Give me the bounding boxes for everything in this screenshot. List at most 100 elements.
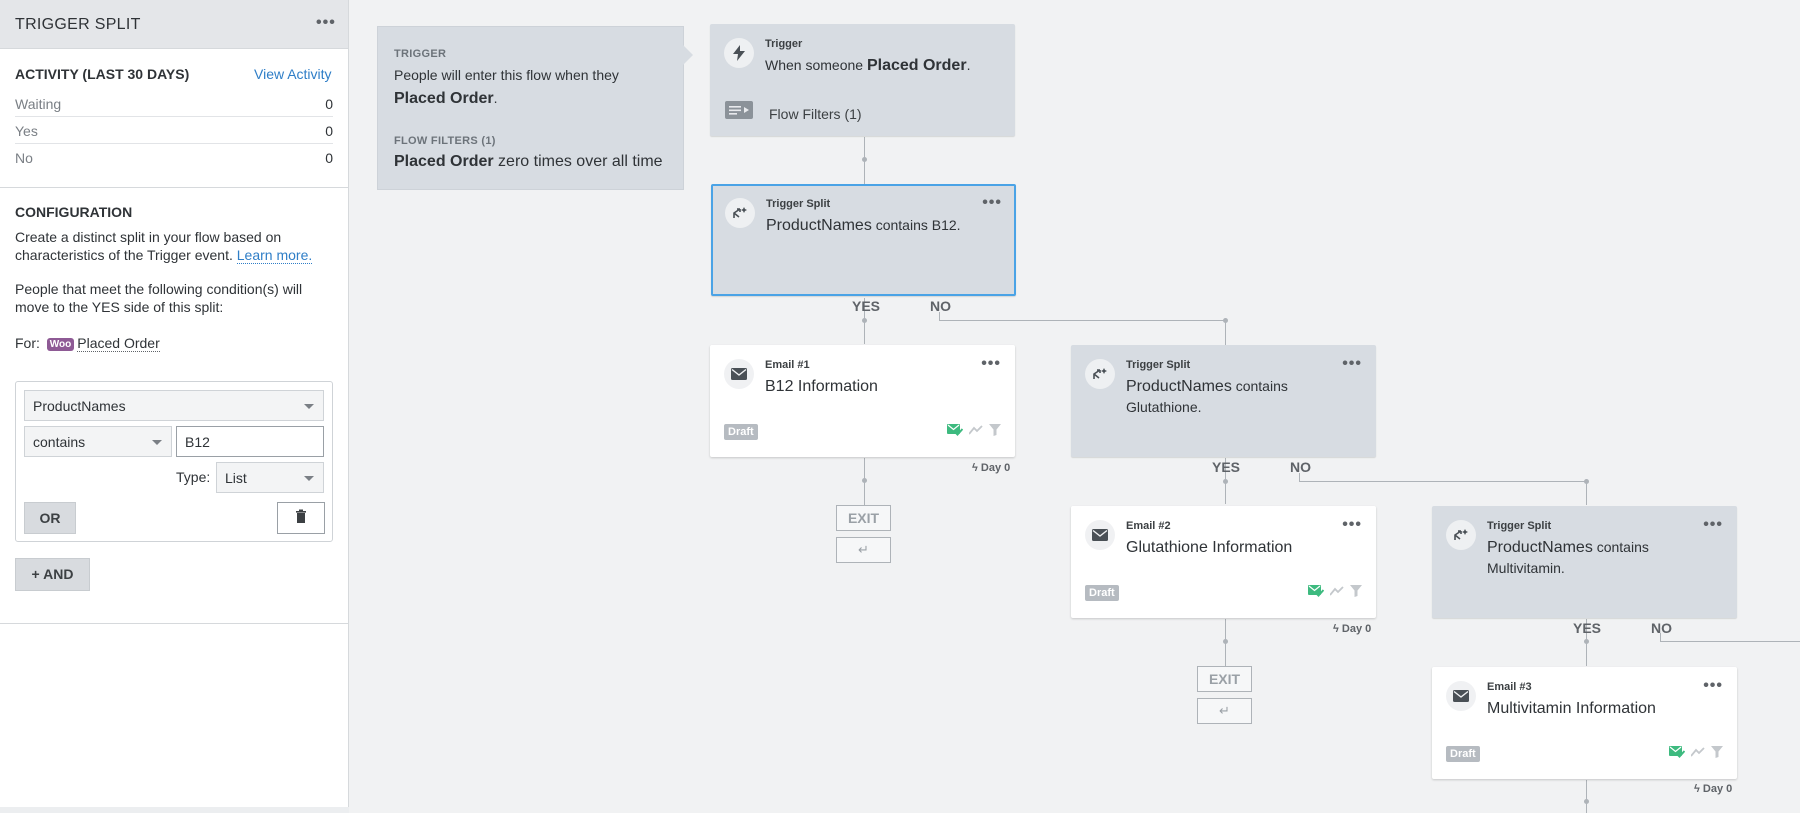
- flow-filter-text: Placed Order zero times over all time: [394, 150, 674, 173]
- email-node-1[interactable]: Email #1 B12 Information ••• Draft: [710, 345, 1015, 457]
- property-value: ProductNames: [33, 398, 126, 414]
- delete-condition-button[interactable]: [277, 502, 325, 534]
- email-status-icons: [1308, 584, 1362, 597]
- more-options-icon[interactable]: •••: [1342, 516, 1362, 533]
- learn-more-link[interactable]: Learn more.: [236, 247, 313, 264]
- trigger-text-post: .: [493, 90, 498, 106]
- split-icon: [725, 198, 755, 228]
- trigger-node-text-pre: When someone: [765, 57, 867, 73]
- description-text: Create a distinct split in your flow bas…: [15, 229, 282, 263]
- activity-label: Yes: [15, 123, 38, 139]
- lightning-icon: ϟ: [1694, 783, 1700, 795]
- connector-node: [1584, 639, 1589, 644]
- connector-line: [1586, 780, 1587, 813]
- trigger-split-node-multivitamin[interactable]: Trigger Split ProductNames contains Mult…: [1432, 506, 1737, 618]
- trend-icon: [1691, 746, 1705, 757]
- email-title-text: Glutathione Information: [1126, 539, 1293, 556]
- property-select[interactable]: ProductNames: [24, 390, 324, 421]
- lightning-icon: ϟ: [972, 462, 978, 474]
- connector-line: [1299, 473, 1300, 482]
- split-property: ProductNames: [1126, 378, 1232, 395]
- email-status-icons: [947, 423, 1001, 436]
- delay-label: ϟ Day 0: [1333, 623, 1371, 635]
- for-event-name: Placed Order: [77, 335, 160, 352]
- email-title: B12 Information: [765, 376, 1005, 397]
- more-options-icon[interactable]: •••: [1703, 677, 1723, 694]
- more-options-icon[interactable]: •••: [982, 194, 1002, 211]
- connector-node: [862, 478, 867, 483]
- connector-node: [1223, 479, 1228, 484]
- more-options-icon[interactable]: •••: [981, 355, 1001, 372]
- connector-line: [1299, 481, 1587, 482]
- yes-branch-label: YES: [852, 298, 881, 314]
- lightning-icon: [724, 38, 754, 68]
- flow-filters-link[interactable]: Flow Filters (1): [769, 106, 862, 122]
- node-type-label: Trigger Split: [766, 198, 831, 210]
- split-property: ProductNames: [1487, 539, 1593, 556]
- connector-line: [864, 458, 865, 508]
- more-options-icon[interactable]: •••: [1342, 355, 1362, 372]
- email-node-3[interactable]: Email #3 Multivitamin Information ••• Dr…: [1432, 667, 1737, 779]
- sidebar-more-options-icon[interactable]: •••: [316, 14, 336, 31]
- type-select[interactable]: List: [216, 462, 324, 493]
- return-arrow-icon[interactable]: ↵: [1197, 698, 1252, 724]
- trigger-split-node-glutathione[interactable]: Trigger Split ProductNames contains Glut…: [1071, 345, 1376, 457]
- woocommerce-logo-icon: Woo: [46, 338, 75, 351]
- split-rule: contains B12.: [871, 217, 961, 233]
- chevron-down-icon: [304, 476, 314, 481]
- connector-line: [1660, 633, 1661, 642]
- activity-value: 0: [325, 150, 333, 166]
- configuration-title: CONFIGURATION: [15, 204, 133, 220]
- email-node-2[interactable]: Email #2 Glutathione Information ••• Dra…: [1071, 506, 1376, 618]
- value-input[interactable]: B12: [176, 426, 324, 457]
- email-title: Glutathione Information: [1126, 537, 1366, 558]
- envelope-icon: [724, 359, 754, 389]
- envelope-icon: [1446, 681, 1476, 711]
- return-arrow-icon[interactable]: ↵: [836, 537, 891, 563]
- trigger-summary-text: People will enter this flow when they Pl…: [394, 64, 674, 110]
- node-type-label: Trigger Split: [1126, 359, 1191, 371]
- exit-node[interactable]: EXIT: [1197, 666, 1252, 692]
- operator-select[interactable]: contains: [24, 426, 172, 457]
- more-options-icon[interactable]: •••: [1703, 516, 1723, 533]
- trend-icon: [1330, 585, 1344, 596]
- connector-line: [1225, 320, 1226, 345]
- connector-line: [939, 320, 1226, 321]
- chevron-down-icon: [304, 404, 314, 409]
- node-type-label: Email #2: [1126, 520, 1171, 532]
- delay-label: ϟ Day 0: [972, 462, 1010, 474]
- split-condition-text: ProductNames contains B12.: [766, 215, 1006, 236]
- delay-text: Day 0: [1341, 623, 1372, 635]
- filter-icon: [1350, 584, 1362, 597]
- trigger-node-text: When someone Placed Order.: [765, 55, 1005, 76]
- email-title-text: Multivitamin Information: [1487, 700, 1656, 717]
- view-activity-link[interactable]: View Activity: [254, 66, 332, 82]
- node-type-label: Email #3: [1487, 681, 1532, 693]
- trigger-node-text-post: .: [966, 57, 971, 73]
- flow-filters-icon: [725, 101, 753, 119]
- split-rule: contains Glutathione.: [1126, 378, 1288, 415]
- node-type-label: Trigger Split: [1487, 520, 1552, 532]
- trigger-node[interactable]: Trigger When someone Placed Order. Flow …: [710, 24, 1015, 136]
- configuration-description: Create a distinct split in your flow bas…: [15, 228, 335, 264]
- trigger-split-node-b12[interactable]: Trigger Split ProductNames contains B12.…: [711, 184, 1016, 296]
- filter-rest: zero times over all time: [493, 153, 663, 170]
- exit-node[interactable]: EXIT: [836, 505, 891, 531]
- draft-badge: Draft: [1085, 585, 1119, 601]
- no-branch-label: NO: [1290, 459, 1311, 475]
- or-button[interactable]: OR: [24, 502, 76, 534]
- delay-label: ϟ Day 0: [1694, 783, 1732, 795]
- draft-badge: Draft: [724, 424, 758, 440]
- node-type-label: Email #1: [765, 359, 810, 371]
- email-check-icon: [1308, 585, 1324, 597]
- configuration-sidebar: TRIGGER SPLIT ••• ACTIVITY (LAST 30 DAYS…: [0, 0, 349, 813]
- connector-line: [1586, 481, 1587, 505]
- email-title: Multivitamin Information: [1487, 698, 1727, 719]
- condition-intro: People that meet the following condition…: [15, 281, 303, 315]
- trigger-heading: TRIGGER: [394, 48, 447, 60]
- add-and-condition-button[interactable]: + AND: [15, 558, 90, 591]
- email-check-icon: [947, 424, 963, 436]
- activity-label: No: [15, 150, 33, 166]
- email-status-icons: [1669, 745, 1723, 758]
